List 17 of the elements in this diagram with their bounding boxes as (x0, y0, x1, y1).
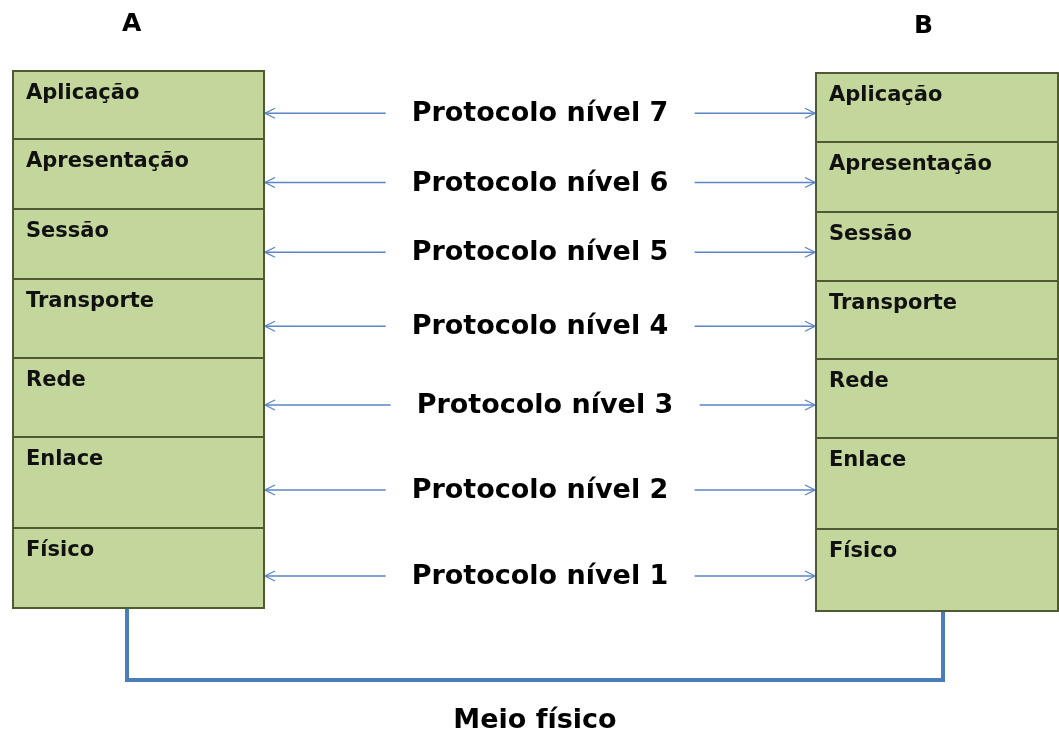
layer-box: Rede (12, 357, 265, 438)
layer-box: Físico (815, 528, 1059, 612)
layer-box: Rede (815, 358, 1059, 439)
layer-box: Aplicação (12, 70, 265, 140)
layer-box: Transporte (815, 280, 1059, 360)
stack-heading: B (914, 10, 934, 39)
connector-line (125, 607, 945, 682)
layer-box: Apresentação (12, 138, 265, 210)
layer-box: Transporte (12, 278, 265, 359)
layer-box: Aplicação (815, 72, 1059, 143)
layer-box: Físico (12, 527, 265, 609)
layer-box: Sessão (12, 208, 265, 280)
stack-heading: A (122, 8, 142, 37)
layer-box: Apresentação (815, 141, 1059, 213)
layer-box: Enlace (12, 436, 265, 529)
layer-box: Enlace (815, 437, 1059, 530)
layer-box: Sessão (815, 211, 1059, 282)
